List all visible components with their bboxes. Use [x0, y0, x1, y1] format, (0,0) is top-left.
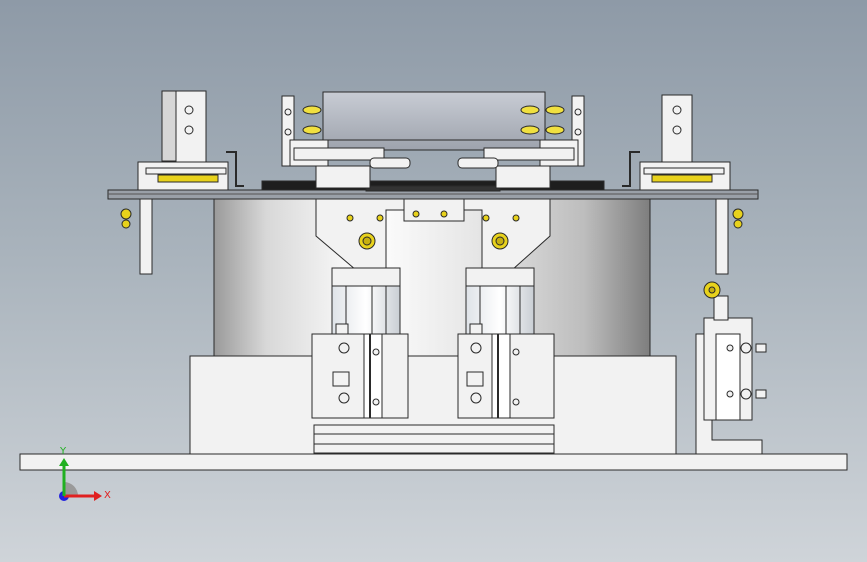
rail-mid	[365, 185, 501, 192]
upright-bolts	[184, 105, 682, 136]
triad-y-arrow	[59, 458, 69, 466]
nozzle-group	[302, 105, 565, 135]
slide-fasteners	[332, 342, 520, 406]
right-hanging-bracket	[715, 198, 729, 275]
right-sensor-fasteners	[726, 342, 767, 400]
base-plate	[19, 453, 848, 471]
axis-triad: X Y	[59, 446, 111, 501]
left-slide-unit	[311, 333, 409, 419]
left-hanging-bracket	[139, 198, 153, 275]
triad-xy-arc	[64, 482, 78, 496]
left-carriage	[315, 165, 371, 189]
triad-y-label: Y	[59, 446, 67, 457]
bottom-slide-rail	[313, 424, 555, 454]
central-gripper-box	[322, 91, 546, 151]
v-bracket-center	[403, 198, 465, 222]
central-cylinder	[213, 197, 651, 359]
right-carriage	[495, 165, 551, 189]
plate-side-fasteners	[120, 208, 744, 229]
left-cylinder-head	[331, 267, 401, 287]
right-wire-clip	[622, 151, 640, 187]
right-cylinder-head	[465, 267, 535, 287]
left-wire-clip	[226, 151, 244, 187]
triad-x-label: X	[104, 490, 111, 501]
triad-x-arrow	[94, 491, 102, 501]
